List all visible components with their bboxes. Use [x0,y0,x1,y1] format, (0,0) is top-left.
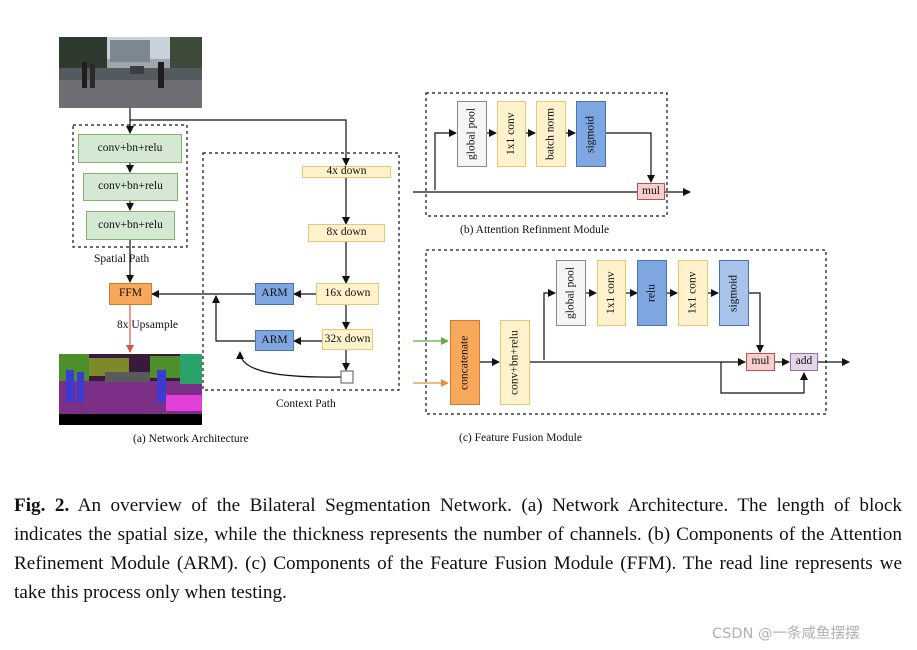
ffm-concatenate-block: concatenate [450,320,480,405]
arm-conv-block: 1x1 conv [497,101,526,167]
ffm-mul-block: mul [746,353,775,371]
ffm-module-group [425,249,827,415]
ffm-conv-block-1: 1x1 conv [597,260,626,326]
ffm-add-block: add [790,353,818,371]
ffm-module-caption: (c) Feature Fusion Module [459,432,582,444]
ffm-conv-block-2: 1x1 conv [678,260,708,326]
input-photo [59,37,202,108]
context-block-32x: 32x down [322,329,373,350]
context-path-label: Context Path [276,398,336,410]
arm-block-1: ARM [255,283,294,305]
figure-label: Fig. 2. [14,495,70,516]
upsample-label: 8x Upsample [117,319,179,331]
segmentation-map [59,354,202,425]
ffm-global-pool-block: global pool [556,260,586,326]
figure-caption-text: An overview of the Bilateral Segmentatio… [14,495,902,603]
context-block-16x: 16x down [316,283,379,305]
arm-block-2: ARM [255,330,294,351]
arm-sigmoid-block: sigmoid [576,101,606,167]
network-architecture-caption: (a) Network Architecture [133,433,249,445]
spatial-block-1: conv+bn+relu [78,134,182,163]
ffm-conv-bn-relu-block: conv+bn+relu [500,320,530,405]
ffm-block: FFM [109,283,152,305]
arm-global-pool-block: global pool [457,101,487,167]
arm-module-caption: (b) Attention Refinment Module [460,224,610,236]
context-path-group [202,152,400,391]
spatial-path-label: Spatial Path [94,253,150,265]
arm-module-group [425,92,668,217]
arm-batchnorm-block: batch norm [536,101,566,167]
figure-caption: Fig. 2. An overview of the Bilateral Seg… [14,491,902,607]
global-pool-node [340,370,354,384]
spatial-block-2: conv+bn+relu [83,173,178,201]
watermark: CSDN @一条咸鱼摆摆 [712,626,860,642]
context-block-8x: 8x down [308,224,385,242]
spatial-block-3: conv+bn+relu [86,211,175,240]
context-block-4x: 4x down [302,166,391,178]
ffm-sigmoid-block: sigmoid [719,260,749,326]
ffm-relu-block: relu [637,260,667,326]
arm-mul-block: mul [637,183,665,200]
